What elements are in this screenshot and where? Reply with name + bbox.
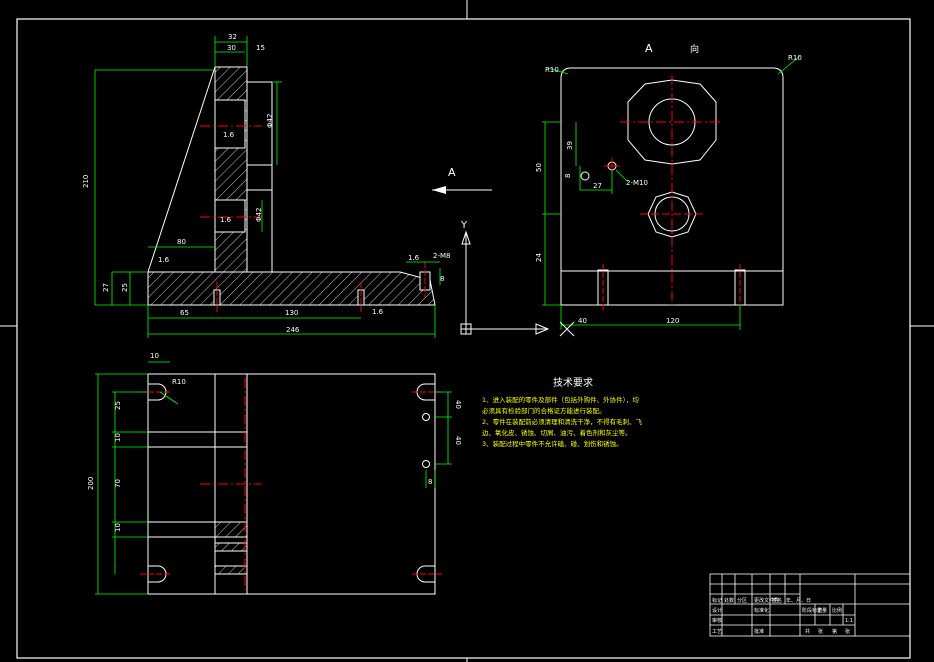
title-block (709, 573, 911, 637)
dim-40b-top: 40 (454, 436, 462, 445)
roughness-1: 1.6 (223, 131, 235, 139)
view-direction-arrow: A (432, 166, 492, 194)
tech-notes-title: 技术要求 (553, 376, 593, 389)
dim-8-a: 8 (564, 174, 572, 178)
roughness-2: 1.6 (220, 216, 232, 224)
tb-mark: 标记 (712, 597, 722, 604)
tb-change-doc: 更改文件号 (754, 597, 779, 604)
view-a (560, 67, 784, 310)
dim-27: 27 (102, 283, 110, 292)
tech-note-line-2: 必须具有检验部门的合格证方能进行装配。 (482, 406, 606, 415)
dim-40a-top: 40 (454, 400, 462, 409)
dim-50: 50 (535, 163, 543, 172)
radius-right-r10: R10 (788, 54, 802, 62)
tb-no: 第 (832, 628, 837, 635)
front-view-dimensions (94, 36, 441, 338)
tb-scale: 比例 (832, 607, 842, 614)
technical-requirements: 技术要求 1、进入装配的零件及部件（包括外购件、外协件），均 必须具有检验部门的… (482, 376, 643, 448)
tb-process: 工艺 (712, 629, 722, 635)
tb-sheets: 张 (818, 628, 823, 635)
view-a-dimensions (542, 55, 801, 330)
tb-sheet: 张 (845, 628, 850, 635)
dim-32: 32 (228, 33, 237, 41)
dim-80: 80 (177, 238, 186, 246)
front-view (147, 66, 436, 312)
tb-date: 年、月、日 (786, 597, 811, 604)
top-view-dimensions (95, 361, 452, 595)
tech-note-line-5: 3、装配过程中零件不允许磕、碰、划伤和锈蚀。 (482, 439, 623, 448)
tech-note-line-4: 边、氧化皮、锈蚀、切屑、油污、着色剂和灰尘等。 (482, 428, 632, 437)
dim-8-top: 8 (428, 478, 432, 486)
front-view-dim-labels: 32 30 15 210 27 25 80 65 130 246 Φ42 Φ42… (82, 33, 450, 334)
dim-39: 39 (566, 141, 574, 150)
view-a-title: A (645, 42, 653, 55)
dim-10c-top: 10 (114, 523, 122, 532)
view-a-labels: A 向 R10 R10 39 8 27 2-M10 50 24 40 120 (535, 42, 802, 325)
tb-weight: 重量 (817, 607, 827, 614)
dim-25: 25 (121, 283, 129, 292)
radius-left-r10: R10 (545, 66, 559, 74)
dim-65: 65 (180, 309, 189, 317)
dim-40: 40 (578, 317, 587, 325)
dim-27-a: 27 (593, 182, 602, 190)
dim-10b-top: 10 (114, 433, 122, 442)
dim-phi42-a: Φ42 (266, 114, 274, 128)
dim-phi42-b: Φ42 (255, 208, 263, 222)
dim-70-top: 70 (114, 479, 122, 488)
tb-standard: 标准化 (754, 607, 769, 614)
dim-120: 120 (666, 317, 679, 325)
dim-8: 8 (440, 275, 444, 283)
arrow-a-label: A (448, 166, 456, 179)
tech-note-line-1: 1、进入装配的零件及部件（包括外购件、外协件），均 (482, 395, 639, 404)
axis-y-label: Y (460, 220, 468, 231)
top-view (140, 373, 442, 595)
tb-total: 共 (805, 628, 810, 635)
tb-count: 处数 (724, 597, 734, 604)
dim-24: 24 (535, 253, 543, 262)
hole-note-2m10: 2-M10 (626, 179, 648, 187)
dim-10-top: 10 (150, 352, 159, 360)
dim-25-top: 25 (114, 401, 122, 410)
thread-note-2m8: 2-M8 (433, 252, 450, 260)
roughness-4: 1.6 (408, 254, 420, 262)
tb-review: 审核 (712, 617, 722, 624)
ucs-axis-icon: Y (460, 220, 575, 337)
tb-approve: 批准 (754, 628, 764, 635)
tb-scale-value: 1:1 (845, 618, 853, 624)
radius-r10-top: R10 (172, 378, 186, 386)
tech-note-line-3: 2、零件在装配前必须清理和清洗干净，不得有毛刺、飞 (482, 417, 643, 426)
tb-design: 设计 (712, 607, 722, 614)
tb-signature: 签名 (772, 597, 782, 604)
roughness-3: 1.6 (158, 256, 170, 264)
tb-zone: 分区 (737, 597, 747, 604)
view-a-title-suffix: 向 (690, 43, 699, 55)
dim-30: 30 (227, 44, 236, 52)
dim-angle-15: 15 (256, 44, 265, 52)
dim-210: 210 (82, 175, 90, 188)
dim-200-top: 200 (87, 477, 95, 490)
dim-130: 130 (285, 309, 298, 317)
dim-246: 246 (286, 326, 300, 334)
roughness-5: 1.6 (372, 308, 384, 316)
tb-stage: 阶段标记 (802, 607, 822, 614)
title-block-text: 标记 处数 分区 更改文件号 签名 年、月、日 设计 标准化 阶段标记 重量 比… (712, 597, 853, 635)
top-view-labels: 10 R10 25 10 70 10 200 40 40 8 (87, 352, 462, 532)
